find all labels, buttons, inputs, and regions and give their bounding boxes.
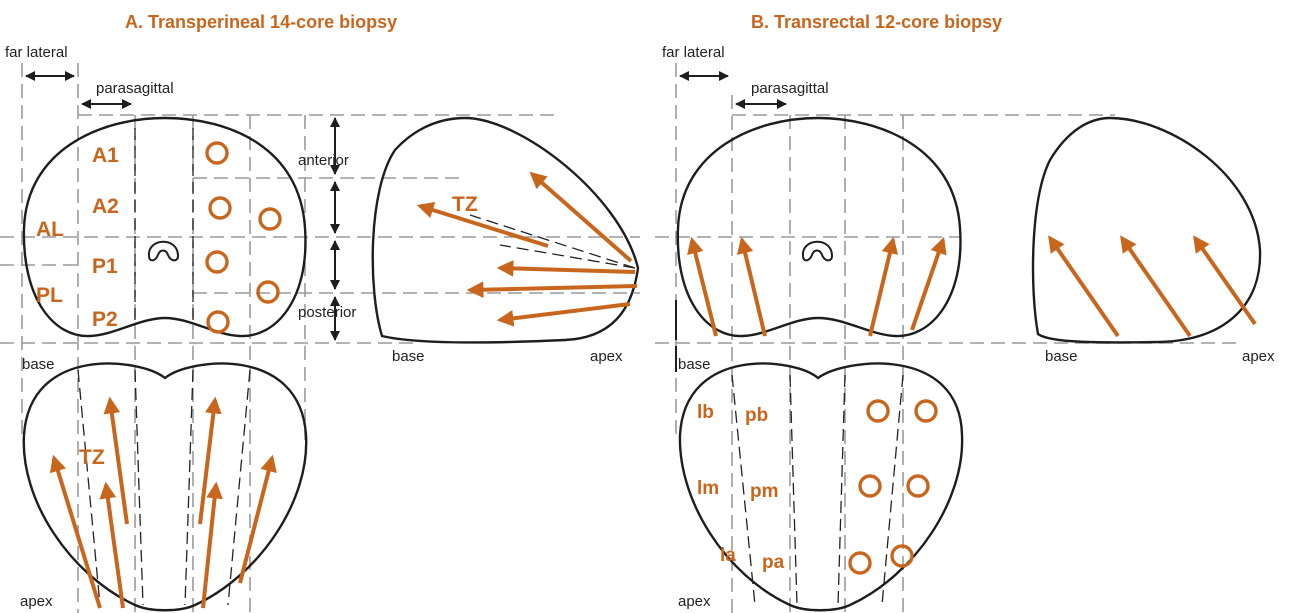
zone-a2: A2 [92, 195, 119, 218]
panel-a-coronal-view: TZ base apex [20, 356, 306, 610]
zone-pl: PL [36, 284, 63, 307]
panel-b-guides [655, 63, 1240, 613]
panel-a-sagittal-view: TZ base apex [373, 118, 638, 365]
prostate-outline-axial-b [678, 118, 961, 336]
panel-b: B. Transrectal 12-core biopsy far latera… [655, 12, 1275, 613]
core-marker [258, 282, 278, 302]
far-lateral-label-b: far lateral [662, 44, 725, 61]
core-marker [860, 476, 880, 496]
zone-tz-side: TZ [452, 193, 478, 216]
zone-pa: pa [762, 552, 785, 573]
core-marker [208, 312, 228, 332]
panel-b-title: B. Transrectal 12-core biopsy [751, 12, 1002, 32]
core-marker [207, 252, 227, 272]
core-marker [908, 476, 928, 496]
base-label-side-b: base [1045, 348, 1078, 365]
parasagittal-label-a: parasagittal [96, 80, 174, 97]
far-lateral-label-a: far lateral [5, 44, 68, 61]
urethra-icon [803, 242, 832, 261]
zone-a1: A1 [92, 144, 119, 167]
core-marker [892, 546, 912, 566]
zone-la: la [720, 545, 736, 566]
prostate-outline-coronal-b [680, 363, 962, 610]
core-marker [210, 198, 230, 218]
parasagittal-label-b: parasagittal [751, 80, 829, 97]
zone-pm: pm [750, 481, 779, 502]
zone-p1: P1 [92, 255, 118, 278]
panel-b-dimensions [676, 76, 786, 372]
anterior-label: anterior [298, 152, 349, 169]
urethra-icon [149, 242, 178, 261]
base-label-side-a: base [392, 348, 425, 365]
panel-b-axial-view [678, 118, 961, 336]
apex-label-side-a: apex [590, 348, 623, 365]
core-marker [207, 143, 227, 163]
panel-a-title: A. Transperineal 14-core biopsy [125, 12, 397, 32]
zone-pb: pb [745, 405, 768, 426]
base-label-bottom-a: base [22, 356, 55, 373]
apex-label-side-b: apex [1242, 348, 1275, 365]
zone-tz-bottom: TZ [79, 446, 105, 469]
base-label-bottom-b: base [678, 356, 711, 373]
zone-p2: P2 [92, 308, 118, 331]
zone-lm: lm [697, 478, 719, 499]
apex-label-bottom-b: apex [678, 593, 711, 610]
zone-al: AL [36, 218, 64, 241]
posterior-label: posterior [298, 304, 356, 321]
panel-a: A. Transperineal 14-core biopsy far l [0, 12, 640, 613]
core-marker [916, 401, 936, 421]
core-marker [260, 209, 280, 229]
panel-b-coronal-view: lb pb lm pm la pa base apex [678, 356, 962, 610]
core-marker [850, 553, 870, 573]
prostate-outline-sagittal-b [1033, 118, 1260, 342]
zone-lb: lb [697, 402, 714, 423]
core-marker [868, 401, 888, 421]
panel-b-sagittal-view: base apex [1033, 118, 1275, 365]
apex-label-bottom-a: apex [20, 593, 53, 610]
panel-a-axial-view: A1 A2 AL P1 PL P2 [24, 118, 306, 336]
